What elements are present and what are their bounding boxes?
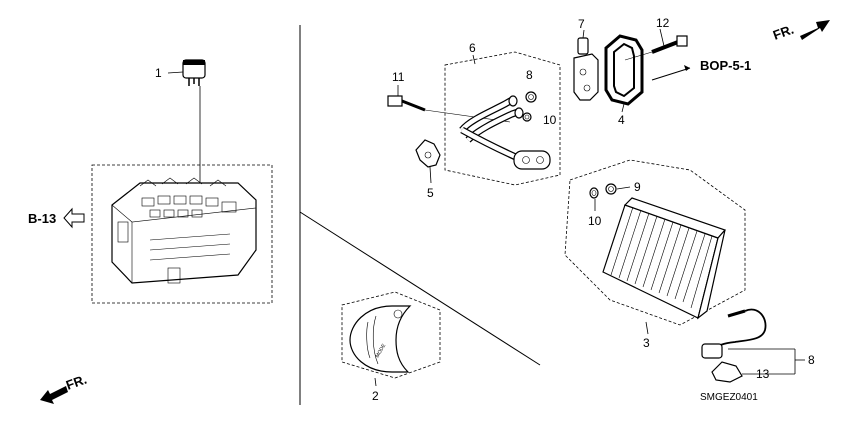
grommet-13 — [711, 361, 743, 383]
callout-4: 4 — [618, 113, 625, 127]
callout-3: 3 — [643, 336, 650, 350]
ref-b13-arrow-icon — [63, 207, 85, 229]
evaporator-group — [564, 159, 746, 326]
leader-9-lower — [616, 186, 631, 190]
callout-6: 6 — [469, 41, 476, 55]
leader-6 — [472, 54, 476, 65]
pipe-group — [444, 51, 561, 186]
diagonal-divider — [299, 211, 541, 366]
callout-10-lower: 10 — [588, 214, 602, 228]
bolt-12-guide — [624, 51, 653, 61]
leader-1 — [167, 71, 184, 74]
ref-bop-label: BOP-5-1 — [700, 58, 751, 73]
callout-9-lower: 9 — [634, 180, 641, 194]
callout-12: 12 — [656, 16, 670, 30]
callout-11: 11 — [392, 70, 405, 84]
ref-bop-arrow-line — [651, 67, 691, 81]
o-ring-10-upper — [522, 112, 532, 122]
o-ring-10-lower — [589, 187, 599, 199]
ref-b13-label: B-13 — [28, 211, 56, 226]
fr-label-top: FR. — [771, 22, 796, 43]
callout-7: 7 — [578, 17, 585, 31]
leader-2 — [374, 377, 377, 387]
leader-5 — [429, 166, 432, 184]
leader-3 — [645, 321, 649, 335]
callout-5: 5 — [427, 186, 434, 200]
leader-4 — [621, 103, 625, 113]
knob-group — [341, 291, 441, 379]
fuse-box-group — [91, 164, 273, 304]
fuse-box — [111, 177, 257, 284]
diagram-code: SMGEZ0401 — [700, 392, 758, 403]
fr-arrow-right-icon — [800, 20, 830, 40]
callout-8: 8 — [808, 353, 815, 367]
callout-9-upper: 8 — [526, 68, 533, 82]
evaporator-core — [602, 197, 727, 320]
callout-10-upper: 10 — [543, 113, 557, 127]
leader-7 — [582, 29, 585, 39]
callout-1: 1 — [155, 66, 162, 80]
leader-12 — [659, 28, 665, 47]
ref-bop-arrow-icon — [684, 65, 690, 71]
fr-label-bottom: FR. — [64, 372, 89, 393]
mode-knob-2: MODE — [349, 305, 412, 373]
bolt-11 — [387, 95, 426, 112]
expansion-valve-7 — [573, 37, 599, 101]
bracket-5 — [415, 139, 441, 168]
callout-2: 2 — [372, 389, 379, 403]
bolt-12 — [651, 35, 688, 54]
o-ring-9-lower — [605, 183, 617, 195]
o-ring-9-upper — [525, 91, 537, 103]
seal-4 — [604, 34, 644, 106]
fr-arrow-left-icon — [40, 386, 68, 404]
evaporator-pipe — [459, 95, 551, 170]
callout-13: 13 — [756, 367, 770, 381]
thermistor-8 — [701, 308, 767, 359]
relay — [182, 59, 206, 86]
